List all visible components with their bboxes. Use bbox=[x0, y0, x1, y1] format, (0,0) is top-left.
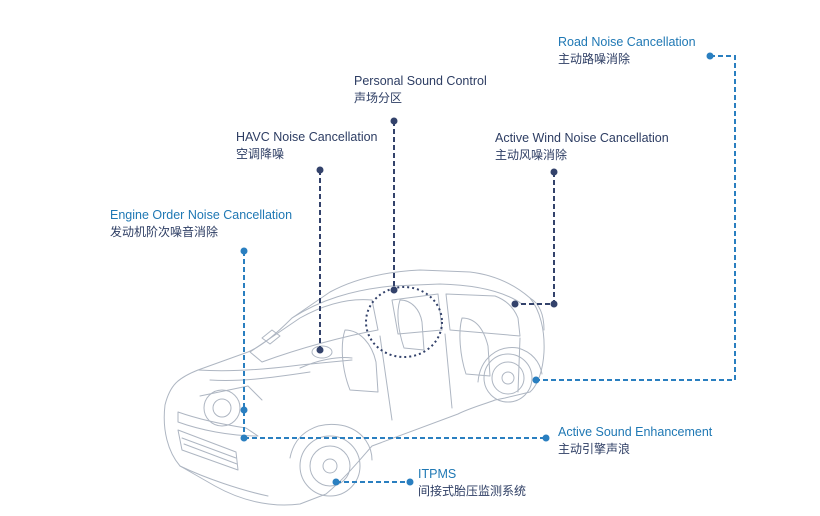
personal-sound-en: Personal Sound Control bbox=[354, 74, 487, 88]
road-noise-label: Road Noise Cancellation 主动路噪消除 bbox=[558, 34, 696, 68]
itpms-label: ITPMS 间接式胎压监测系统 bbox=[418, 466, 526, 500]
havc-en: HAVC Noise Cancellation bbox=[236, 130, 378, 144]
havc-dot-b bbox=[316, 346, 324, 354]
engine-order-en: Engine Order Noise Cancellation bbox=[110, 208, 293, 222]
engine-order-dot-a bbox=[240, 247, 248, 255]
wind-noise-dot-c bbox=[511, 300, 519, 308]
road-noise-en: Road Noise Cancellation bbox=[558, 35, 696, 49]
road-noise-dot-b bbox=[532, 376, 540, 384]
personal-sound-dot-b bbox=[390, 286, 398, 294]
wind-noise-label: Active Wind Noise Cancellation 主动风噪消除 bbox=[495, 130, 669, 164]
callout-dots bbox=[240, 52, 714, 486]
sound-enhancement-label: Active Sound Enhancement 主动引擎声浪 bbox=[558, 424, 712, 458]
callout-lines bbox=[243, 55, 736, 483]
wind-noise-dot-a bbox=[550, 168, 558, 176]
personal-sound-zh: 声场分区 bbox=[354, 91, 403, 105]
sound-enhancement-dot-b bbox=[542, 434, 550, 442]
wind-noise-en: Active Wind Noise Cancellation bbox=[495, 131, 669, 145]
engine-order-dot-b bbox=[240, 406, 248, 414]
road-noise-line bbox=[536, 55, 736, 381]
havc-dot-a bbox=[316, 166, 324, 174]
sound-enhancement-zh: 主动引擎声浪 bbox=[558, 442, 631, 456]
havc-label: HAVC Noise Cancellation 空调降噪 bbox=[236, 129, 378, 163]
itpms-dot-b bbox=[406, 478, 414, 486]
engine-order-label: Engine Order Noise Cancellation 发动机阶次噪音消… bbox=[110, 207, 292, 241]
engine-order-zh: 发动机阶次噪音消除 bbox=[110, 225, 219, 239]
personal-sound-zone bbox=[365, 286, 443, 358]
personal-sound-label: Personal Sound Control 声场分区 bbox=[354, 73, 487, 107]
itpms-dot-a bbox=[332, 478, 340, 486]
itpms-zh: 间接式胎压监测系统 bbox=[418, 484, 527, 498]
sound-enhancement-en: Active Sound Enhancement bbox=[558, 425, 713, 439]
itpms-en: ITPMS bbox=[418, 467, 457, 481]
wind-noise-zh: 主动风噪消除 bbox=[495, 148, 568, 162]
road-noise-zh: 主动路噪消除 bbox=[558, 52, 631, 66]
wind-noise-dot-b bbox=[550, 300, 558, 308]
personal-sound-dot bbox=[390, 117, 398, 125]
havc-zh: 空调降噪 bbox=[236, 147, 285, 161]
wind-noise-line bbox=[515, 172, 555, 305]
sound-enhancement-dot-a bbox=[240, 434, 248, 442]
road-noise-dot-a bbox=[706, 52, 714, 60]
